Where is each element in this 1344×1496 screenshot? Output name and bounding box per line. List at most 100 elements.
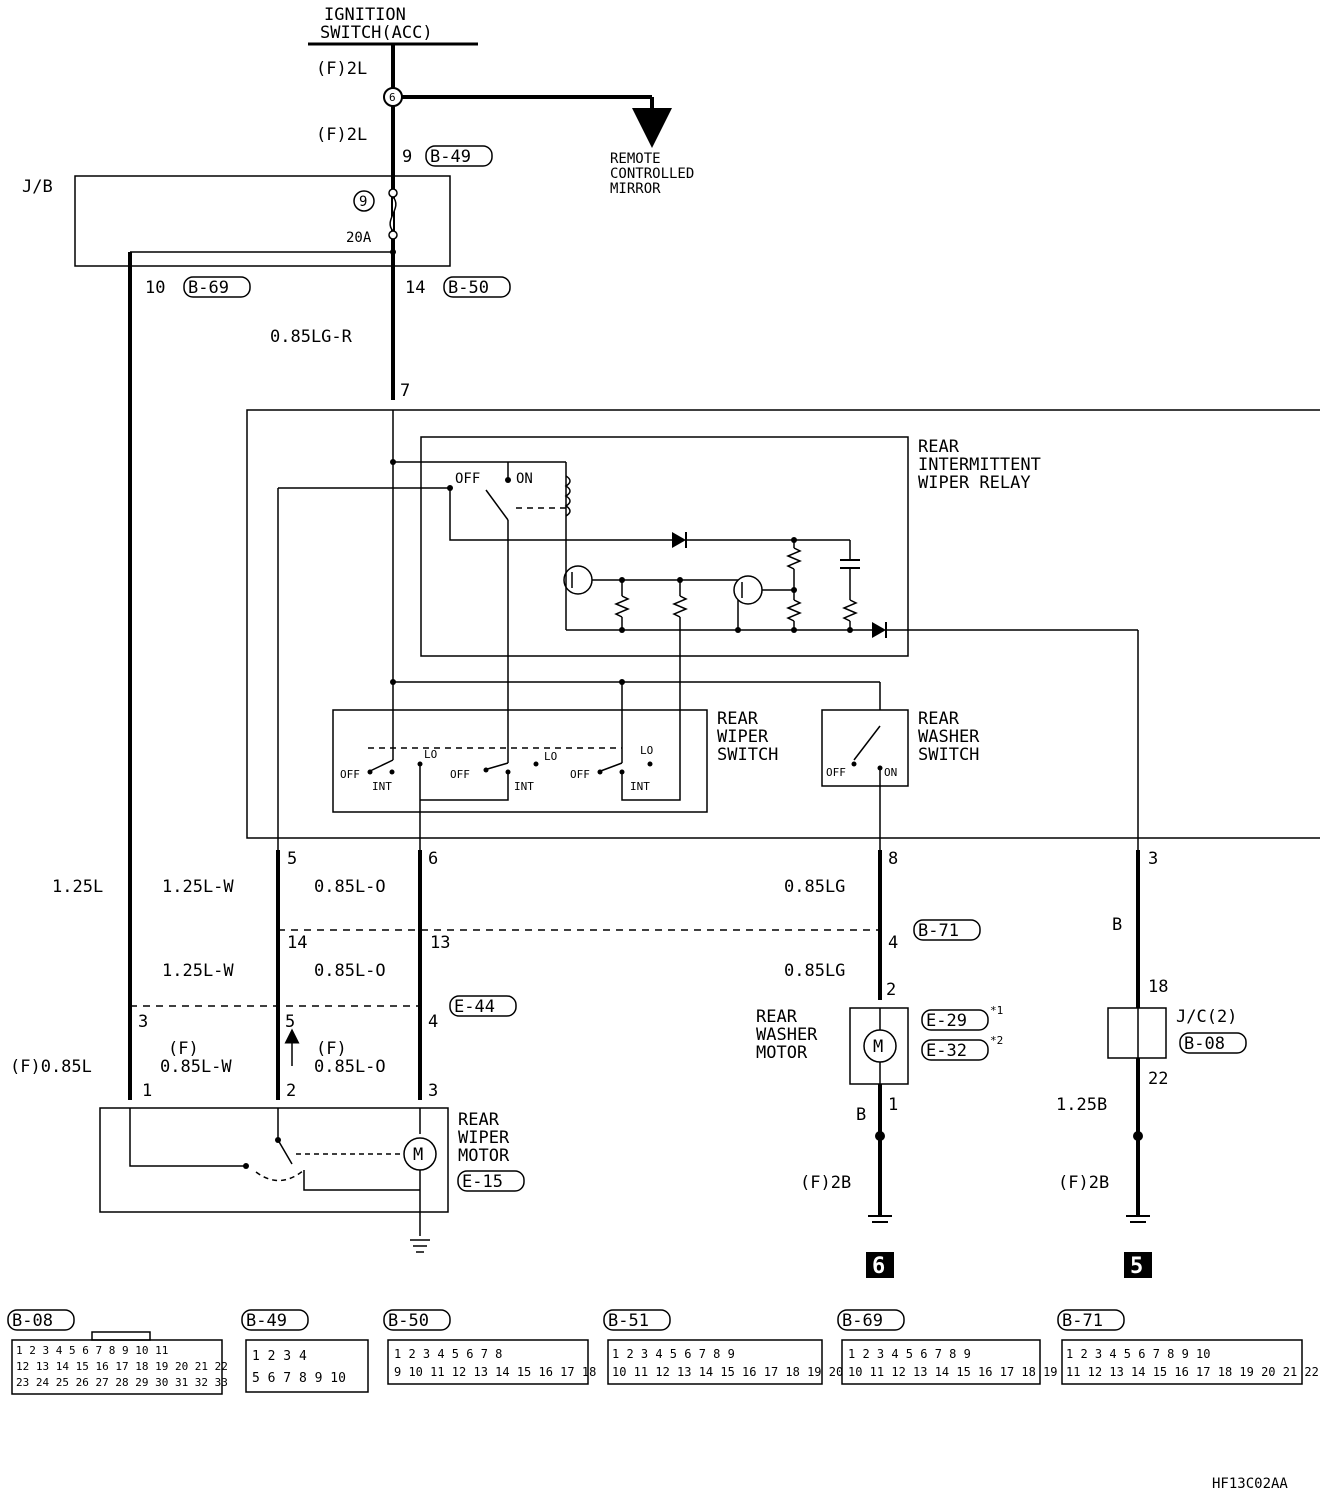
remote-mirror-label-1: REMOTE (610, 151, 661, 167)
pin-1-motor: 1 (142, 1081, 152, 1101)
conn-b69-label: B-69 (188, 278, 229, 298)
motor-ground-path (303, 1170, 420, 1191)
washer-motor-m: M (873, 1037, 883, 1057)
jb-bus-node (390, 249, 396, 255)
conn-b49-body (245, 1339, 369, 1393)
motor-park-contact (243, 1163, 249, 1169)
conn-b69-diagram-badge (837, 1309, 905, 1331)
sw-c-int-label: INT (630, 780, 650, 793)
conn-b71-row2: 11 12 13 14 15 16 17 18 19 20 21 22 (1066, 1365, 1319, 1379)
conn-b50-row2: 9 10 11 12 13 14 15 16 17 18 (394, 1365, 596, 1379)
conn-b69-diagram-label: B-69 (842, 1311, 883, 1331)
note-1: *1 (990, 1004, 1003, 1017)
fuse-9-label: 9 (359, 194, 367, 210)
conn-b69-body (841, 1339, 1041, 1385)
wiper-switch-label-3: SWITCH (717, 745, 778, 765)
conn-b50-body (387, 1339, 589, 1385)
figure-code: HF13C02AA (1212, 1476, 1288, 1492)
wire-label-085lg-2: 0.85LG (784, 961, 845, 981)
diode-feed (449, 488, 672, 541)
motor-cam (255, 1169, 305, 1182)
wiper-motor-m: M (413, 1145, 423, 1165)
switch-a-blade (367, 759, 394, 773)
conn-b49-diagram-label: B-49 (246, 1311, 287, 1331)
conn-b49-row1: 1 2 3 4 (252, 1349, 307, 1364)
conn-e44-badge (449, 995, 517, 1017)
washer-on-label: ON (884, 766, 897, 779)
sw-c-off (597, 769, 603, 775)
conn-e15-badge (457, 1170, 525, 1192)
washer-pin-1: 1 (888, 1095, 898, 1115)
conn-b08-diagram-badge (7, 1309, 75, 1331)
resistor-r3 (786, 547, 802, 570)
relay-diode-2 (872, 622, 886, 638)
wire-label-b: B (1112, 915, 1122, 935)
wiper-assembly-box (246, 409, 1320, 839)
jc2-box (1107, 1007, 1167, 1059)
relay-label-3: WIPER RELAY (918, 473, 1031, 493)
conn-b51-diagram-label: B-51 (608, 1311, 649, 1331)
washer-wire-b: B (856, 1105, 866, 1125)
connector-b08: B-08 1 2 3 4 5 6 7 8 9 10 11 12 13 14 15… (7, 1309, 228, 1395)
pin-13-b71: 13 (430, 933, 450, 953)
wire-label-085lg-1: 0.85LG (784, 877, 845, 897)
pin-8-top: 8 (888, 849, 898, 869)
sw-a-off (367, 769, 373, 775)
node-r4-rail (791, 627, 797, 633)
wire-label-085lw: 0.85L-W (160, 1057, 232, 1077)
junction-6-label: 6 (389, 91, 396, 104)
washer-off-label: OFF (826, 766, 846, 779)
conn-b71-row1: 1 2 3 4 5 6 7 8 9 10 (1066, 1347, 1211, 1361)
sw-b-int-label: INT (514, 780, 534, 793)
conn-e32-badge (921, 1039, 989, 1061)
ground-6-badge (866, 1252, 894, 1278)
pin-3-motor: 3 (428, 1081, 438, 1101)
conn-e29-badge (921, 1009, 989, 1031)
washer-switch-label-3: SWITCH (918, 745, 979, 765)
conn-b50-label: B-50 (448, 278, 489, 298)
conn-b49-badge (425, 145, 493, 167)
wire-label-085lo-1: 0.85L-O (314, 877, 386, 897)
pin-3-top: 3 (1148, 849, 1158, 869)
switch-c-loop (621, 763, 681, 801)
conn-b71-body (1061, 1339, 1303, 1385)
conn-b50-diagram-label: B-50 (388, 1311, 429, 1331)
conn-b69-badge (183, 276, 251, 298)
resistor-r4 (786, 599, 802, 622)
conn-b08-row1: 1 2 3 4 5 6 7 8 9 10 11 (16, 1344, 168, 1357)
motor-label-2: WIPER (458, 1128, 510, 1148)
pin-5-top: 5 (287, 849, 297, 869)
node-r5-rail (847, 627, 853, 633)
on-contact (505, 477, 511, 483)
pin-6-top: 6 (428, 849, 438, 869)
conn-b69-row2: 10 11 12 13 14 15 16 17 18 19 (848, 1365, 1058, 1379)
sw-c-lo (647, 761, 653, 767)
wire-f-2l-mid: (F)2L (316, 125, 367, 145)
f-label-mid: (F) (168, 1039, 199, 1059)
conn-b08-row3: 23 24 25 26 27 28 29 30 31 32 33 (16, 1376, 228, 1389)
pin-7: 7 (400, 381, 410, 401)
fuse-element (389, 196, 397, 232)
node-t2-rail (735, 627, 741, 633)
relay-diode-1 (672, 532, 686, 548)
ground-6-label: 6 (872, 1254, 885, 1279)
remote-mirror-label-3: MIRROR (610, 181, 661, 197)
conn-b50-row1: 1 2 3 4 5 6 7 8 (394, 1347, 502, 1361)
switch-ab-link (420, 772, 509, 801)
wire-label-085lo-3: 0.85L-O (314, 1057, 386, 1077)
conn-b50-diagram-badge (383, 1309, 451, 1331)
node-590 (791, 587, 797, 593)
fuse-rating: 20A (346, 230, 372, 246)
conn-b08-label: B-08 (1184, 1034, 1225, 1054)
washer-off-contact (851, 761, 857, 767)
pin-2-motor: 2 (286, 1081, 296, 1101)
washer-wire-f2b: (F)2B (800, 1173, 851, 1193)
rear-washer-switch-box (821, 709, 909, 787)
conn-e44-label: E-44 (454, 997, 495, 1017)
conn-b08-row2: 12 13 14 15 16 17 18 19 20 21 22 (16, 1360, 228, 1373)
conn-b49-row2: 5 6 7 8 9 10 (252, 1371, 346, 1386)
washer-motor-label-3: MOTOR (756, 1043, 808, 1063)
fuse-9-circle (353, 190, 375, 212)
ignition-switch-label-2: SWITCH(ACC) (320, 23, 433, 43)
fuse-bottom-terminal (388, 230, 398, 240)
